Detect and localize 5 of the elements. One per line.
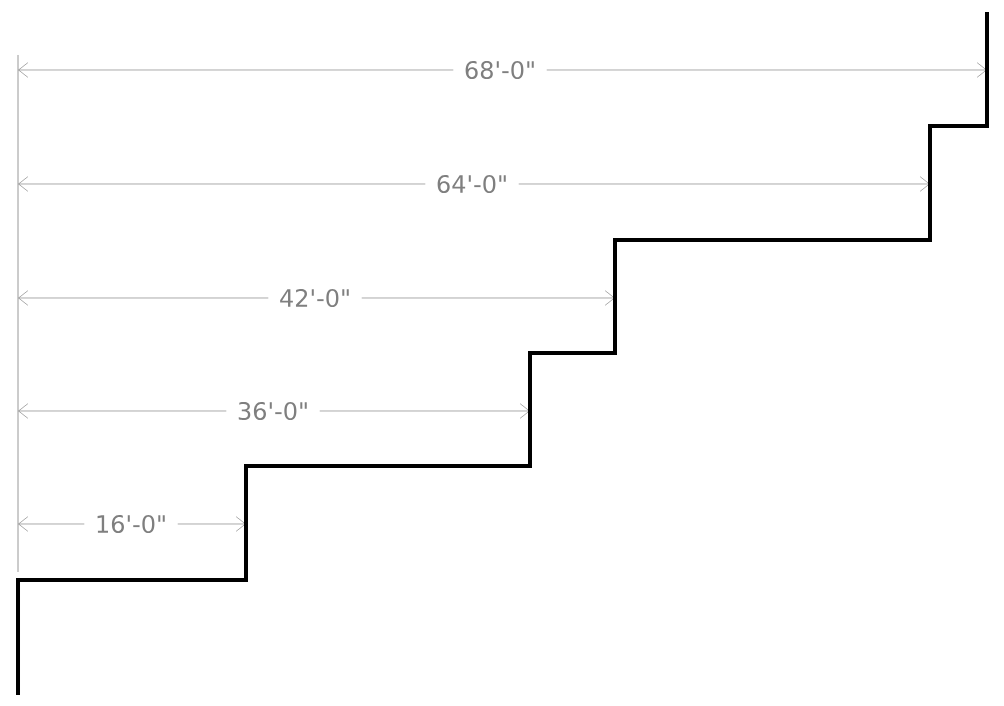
dimension-text: 64'-0" xyxy=(425,173,519,195)
dimension-text: 16'-0" xyxy=(84,513,178,535)
dimension-text: 36'-0" xyxy=(226,400,320,422)
dimension-text: 42'-0" xyxy=(268,287,362,309)
dimension-text: 68'-0" xyxy=(453,59,547,81)
